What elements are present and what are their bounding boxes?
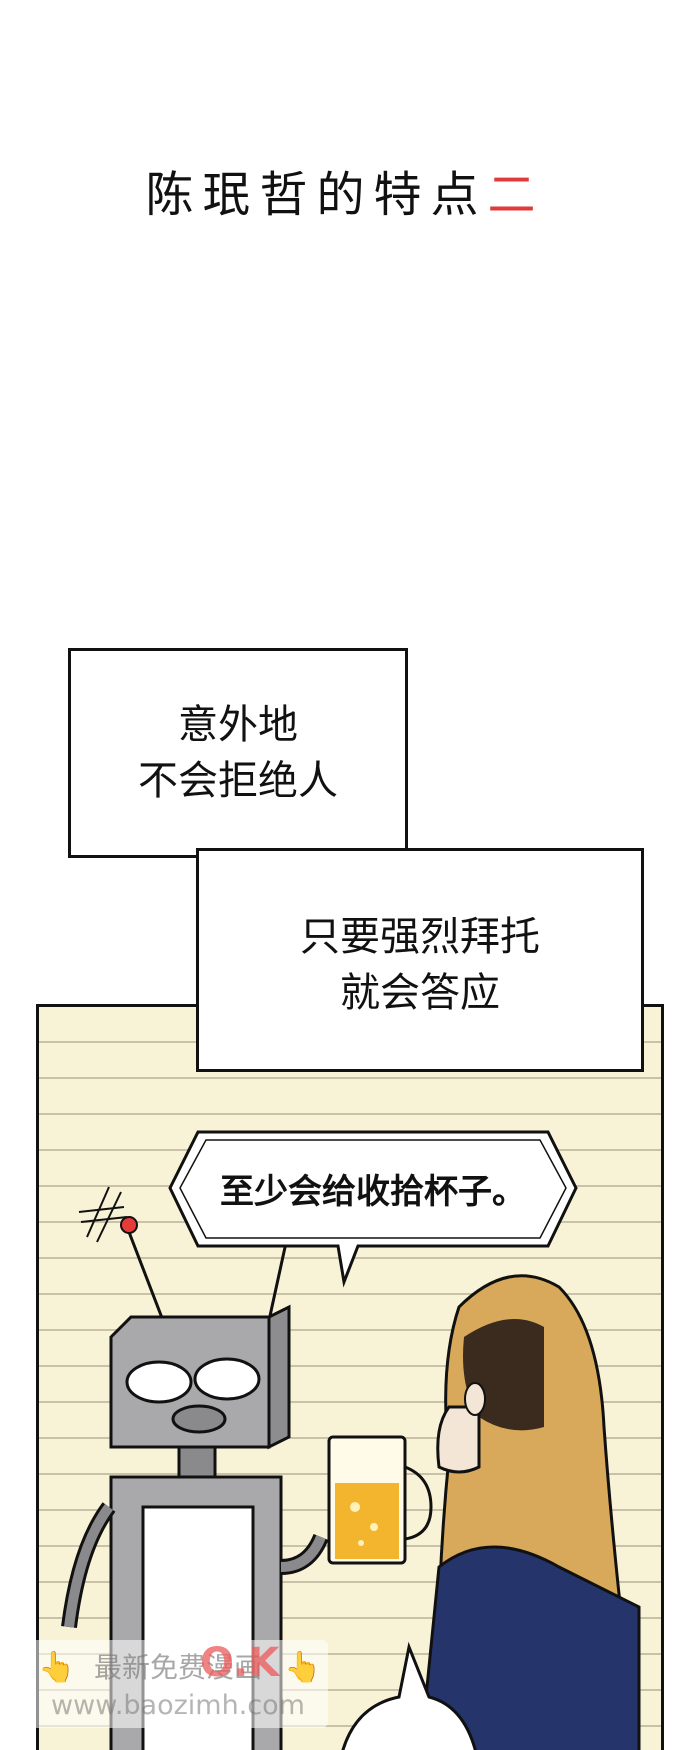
- robot-eye-right: [193, 1357, 261, 1401]
- caption-1-line-2: 不会拒绝人: [138, 758, 338, 804]
- robot-neck: [177, 1445, 217, 1479]
- beer-bubble-1: [350, 1502, 360, 1512]
- beer-bubble-2: [370, 1523, 378, 1531]
- caption-box-1: 意外地 不会拒绝人: [68, 648, 408, 858]
- caption-1-line-1: 意外地: [178, 702, 298, 748]
- comic-panel: [36, 1004, 664, 1750]
- watermark-top-text: 最新免费漫画: [93, 1651, 262, 1684]
- panel-illustration: [61, 1176, 641, 1750]
- robot-left-arm: [64, 1504, 114, 1628]
- title-accent: 二: [487, 167, 545, 223]
- caption-box-2: 只要强烈拜托 就会答应: [196, 848, 644, 1072]
- page-title: 陈珉哲的特点二: [0, 155, 690, 225]
- watermark: 👆 最新免费漫画 O.K 👆 www.baozimh.com: [28, 1640, 328, 1728]
- robot-arm: [280, 1534, 326, 1572]
- watermark-url: www.baozimh.com: [51, 1690, 305, 1721]
- face: [436, 1405, 481, 1474]
- robot-mouth: [171, 1404, 227, 1434]
- ear: [464, 1382, 486, 1416]
- antenna-tip-left: [120, 1216, 138, 1234]
- mug-handle: [404, 1465, 433, 1541]
- speech-text: 至少会给收拾杯子。: [220, 1172, 526, 1212]
- speech-bubble: 至少会给收拾杯子。: [168, 1128, 578, 1288]
- robot-head-side: [267, 1304, 291, 1450]
- beer-bubble-3: [358, 1540, 364, 1546]
- caption-2-line-1: 只要强烈拜托: [300, 914, 540, 960]
- watermark-badge: O.K: [200, 1640, 280, 1686]
- robot-eye-left: [125, 1360, 193, 1404]
- speech-bubble-shape: [168, 1130, 578, 1288]
- caption-2-line-2: 就会答应: [340, 970, 500, 1016]
- thumbs-up-icon: 👆: [38, 1650, 76, 1685]
- jacket: [419, 1545, 641, 1750]
- title-main: 陈珉哲的特点: [145, 167, 488, 223]
- beer: [335, 1483, 399, 1559]
- partial-bubble: [341, 1641, 477, 1750]
- motion-marks-left: [78, 1186, 128, 1243]
- thumbs-up-icon-right: 👆: [284, 1650, 322, 1685]
